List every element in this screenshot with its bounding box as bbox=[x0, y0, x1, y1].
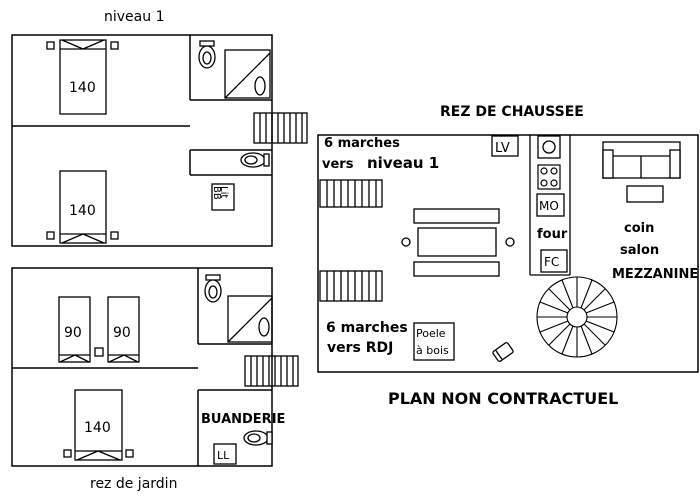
sink-icon bbox=[240, 152, 270, 168]
rdc-title: REZ DE CHAUSSEE bbox=[440, 104, 584, 120]
spiral-staircase-icon bbox=[536, 276, 618, 358]
disclaimer-text: PLAN NON CONTRACTUEL bbox=[388, 389, 618, 408]
sofa-icon bbox=[602, 141, 681, 179]
niveau1-walls bbox=[11, 34, 273, 247]
lit-bb-label: Lit bbox=[218, 186, 229, 198]
mo-label: MO bbox=[539, 199, 559, 213]
shower-icon bbox=[227, 295, 273, 343]
stairs-up-destination: niveau 1 bbox=[367, 154, 439, 172]
stove-icon bbox=[537, 164, 561, 190]
bed-size-label: 140 bbox=[69, 203, 96, 219]
bed-size-label: 90 bbox=[64, 325, 82, 341]
dishwasher-icon bbox=[491, 135, 519, 157]
four-label: four bbox=[537, 227, 568, 242]
staircase-icon bbox=[253, 112, 308, 144]
buanderie-label: BUANDERIE bbox=[201, 412, 285, 427]
stairs-up-label: 6 marches bbox=[324, 136, 400, 151]
kitchen-counter bbox=[529, 135, 571, 276]
stairs-up-label: vers bbox=[322, 157, 354, 172]
sink-icon bbox=[243, 430, 273, 446]
rdc-walls bbox=[317, 134, 699, 373]
salon-label: salon bbox=[620, 243, 659, 258]
nightstand bbox=[94, 347, 104, 357]
niveau1-title: niveau 1 bbox=[104, 9, 164, 25]
rdj-walls bbox=[11, 267, 273, 467]
fridge-icon bbox=[540, 249, 568, 273]
mezzanine-label: MEZZANINE bbox=[612, 267, 698, 282]
toilet-icon bbox=[204, 274, 222, 303]
staircase-icon bbox=[244, 355, 299, 387]
lit-bb-label: BB bbox=[211, 186, 222, 200]
washing-machine-icon bbox=[213, 443, 237, 465]
armchair-icon bbox=[492, 342, 514, 362]
bed-icon bbox=[46, 39, 119, 115]
coffee-table-icon bbox=[626, 185, 664, 203]
bed-size-label: 140 bbox=[69, 80, 96, 96]
table-icon bbox=[401, 208, 515, 277]
wood-stove-icon bbox=[413, 322, 455, 361]
stairs-down-label: 6 marches bbox=[326, 320, 408, 336]
stairs-down-label: vers RDJ bbox=[327, 340, 393, 356]
ll-label: LL bbox=[217, 449, 230, 462]
fc-label: FC bbox=[544, 255, 559, 269]
toilet-icon bbox=[198, 40, 216, 69]
sink-icon bbox=[537, 135, 561, 159]
microwave-icon bbox=[536, 193, 565, 217]
bed-icon bbox=[58, 296, 91, 363]
staircase-icon bbox=[319, 179, 383, 208]
bed-icon bbox=[63, 389, 134, 461]
shower-icon bbox=[224, 49, 271, 99]
bed-size-label: 140 bbox=[84, 420, 111, 436]
rdj-title: rez de jardin bbox=[90, 476, 177, 492]
poele-label: Poele bbox=[416, 327, 446, 340]
poele-label: à bois bbox=[416, 344, 449, 357]
baby-bed-icon bbox=[211, 183, 235, 211]
staircase-icon bbox=[319, 270, 383, 302]
lv-label: LV bbox=[495, 141, 510, 156]
bed-icon bbox=[107, 296, 140, 363]
bed-icon bbox=[46, 170, 119, 244]
bed-size-label: 90 bbox=[113, 325, 131, 341]
coin-label: coin bbox=[624, 221, 654, 236]
